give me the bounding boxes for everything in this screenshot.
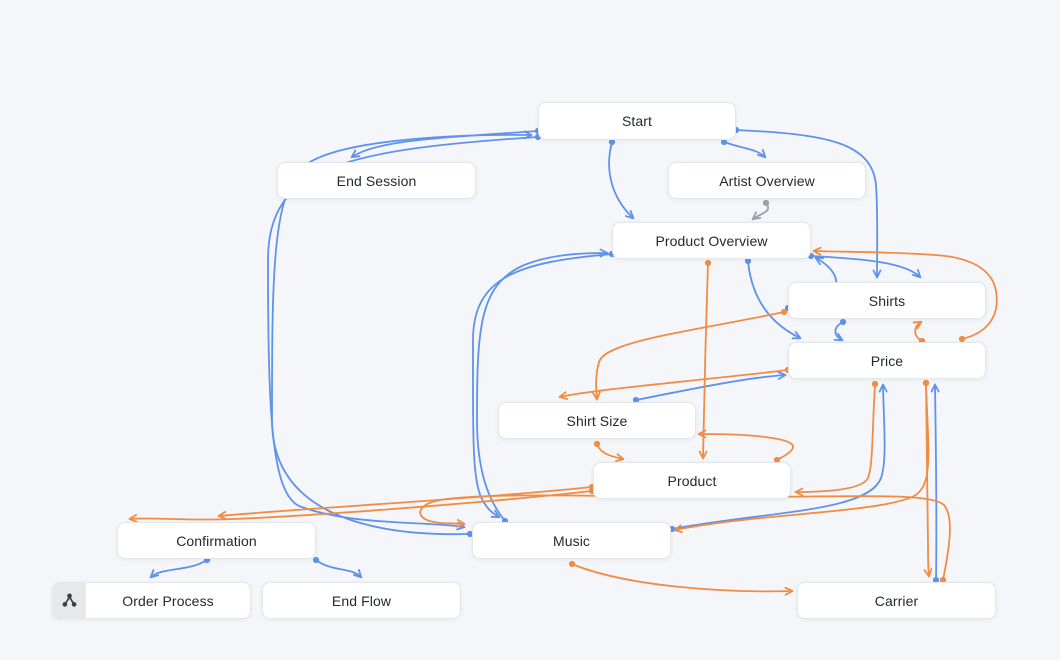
edge-start-end-session[interactable] [350, 130, 539, 159]
edge-confirmation-order-process[interactable] [149, 559, 208, 579]
node-product-overview[interactable]: Product Overview [612, 222, 811, 259]
node-start[interactable]: Start [538, 102, 736, 140]
node-price[interactable]: Price [788, 342, 986, 379]
node-label: End Session [336, 172, 417, 189]
edge-source-handle[interactable] [871, 380, 879, 388]
node-label: Music [552, 532, 591, 549]
node-carrier[interactable]: Carrier [797, 582, 996, 619]
edge-source-handle[interactable] [922, 379, 930, 387]
node-label: Artist Overview [719, 172, 815, 189]
node-confirmation[interactable]: Confirmation [117, 522, 316, 559]
node-product[interactable]: Product [593, 462, 791, 499]
edge-source-handle[interactable] [780, 308, 788, 316]
node-label: End Flow [331, 592, 392, 609]
edge-price-carrier[interactable] [923, 382, 933, 578]
edge-product-shirt-size[interactable] [697, 429, 794, 461]
node-order-process[interactable]: Order Process [52, 582, 251, 619]
edge-price-shirt-size[interactable] [558, 369, 789, 400]
edge-product-overview-shirts[interactable] [810, 255, 922, 279]
edge-shirt-size-product[interactable] [596, 443, 625, 462]
node-end-session[interactable]: End Session [277, 162, 476, 199]
node-label: Carrier [874, 592, 919, 609]
edge-music-price[interactable] [671, 383, 888, 530]
edge-shirts-price[interactable] [833, 321, 844, 342]
edge-carrier-price[interactable] [930, 383, 940, 581]
edge-source-handle[interactable] [922, 379, 930, 387]
edge-artist-overview-product-overview[interactable] [751, 202, 769, 221]
node-music[interactable]: Music [472, 522, 671, 559]
node-label: Shirts [868, 292, 906, 309]
edge-shirts-shirt-size[interactable] [591, 311, 785, 401]
edge-source-handle[interactable] [704, 259, 712, 267]
node-shirts[interactable]: Shirts [788, 282, 986, 319]
node-end-flow[interactable]: End Flow [262, 582, 461, 619]
edge-music-carrier[interactable] [571, 563, 794, 596]
node-shirt-size[interactable]: Shirt Size [498, 402, 696, 439]
node-icon-strip [53, 583, 86, 618]
edge-source-handle[interactable] [593, 440, 601, 448]
node-label: Product [667, 472, 717, 489]
edge-price-music[interactable] [673, 382, 930, 534]
edge-confirmation-end-flow[interactable] [315, 559, 363, 579]
node-artist-overview[interactable]: Artist Overview [668, 162, 866, 199]
edge-price-product[interactable] [794, 383, 876, 497]
edge-start-product-overview[interactable] [608, 141, 635, 220]
edge-product-confirmation[interactable] [128, 490, 593, 523]
edge-product-overview-product[interactable] [698, 262, 709, 460]
edge-source-handle[interactable] [762, 199, 770, 207]
edge-shirt-size-price[interactable] [635, 371, 787, 401]
node-label: Start [621, 113, 653, 129]
edge-start-artist-overview[interactable] [723, 141, 767, 159]
node-label: Order Process [122, 592, 214, 609]
node-label: Confirmation [176, 532, 257, 549]
edge-product-confirmation[interactable] [217, 486, 593, 520]
node-label: Shirt Size [566, 412, 628, 429]
edge-source-handle[interactable] [839, 318, 847, 326]
workflow-split-icon [62, 593, 77, 607]
edge-product-overview-music[interactable] [472, 253, 613, 519]
edge-source-handle[interactable] [568, 560, 576, 568]
node-label: Product Overview [655, 232, 768, 249]
edge-music-product-overview[interactable] [476, 248, 609, 522]
node-label: Price [870, 352, 904, 369]
edge-price-shirts[interactable] [912, 320, 923, 342]
